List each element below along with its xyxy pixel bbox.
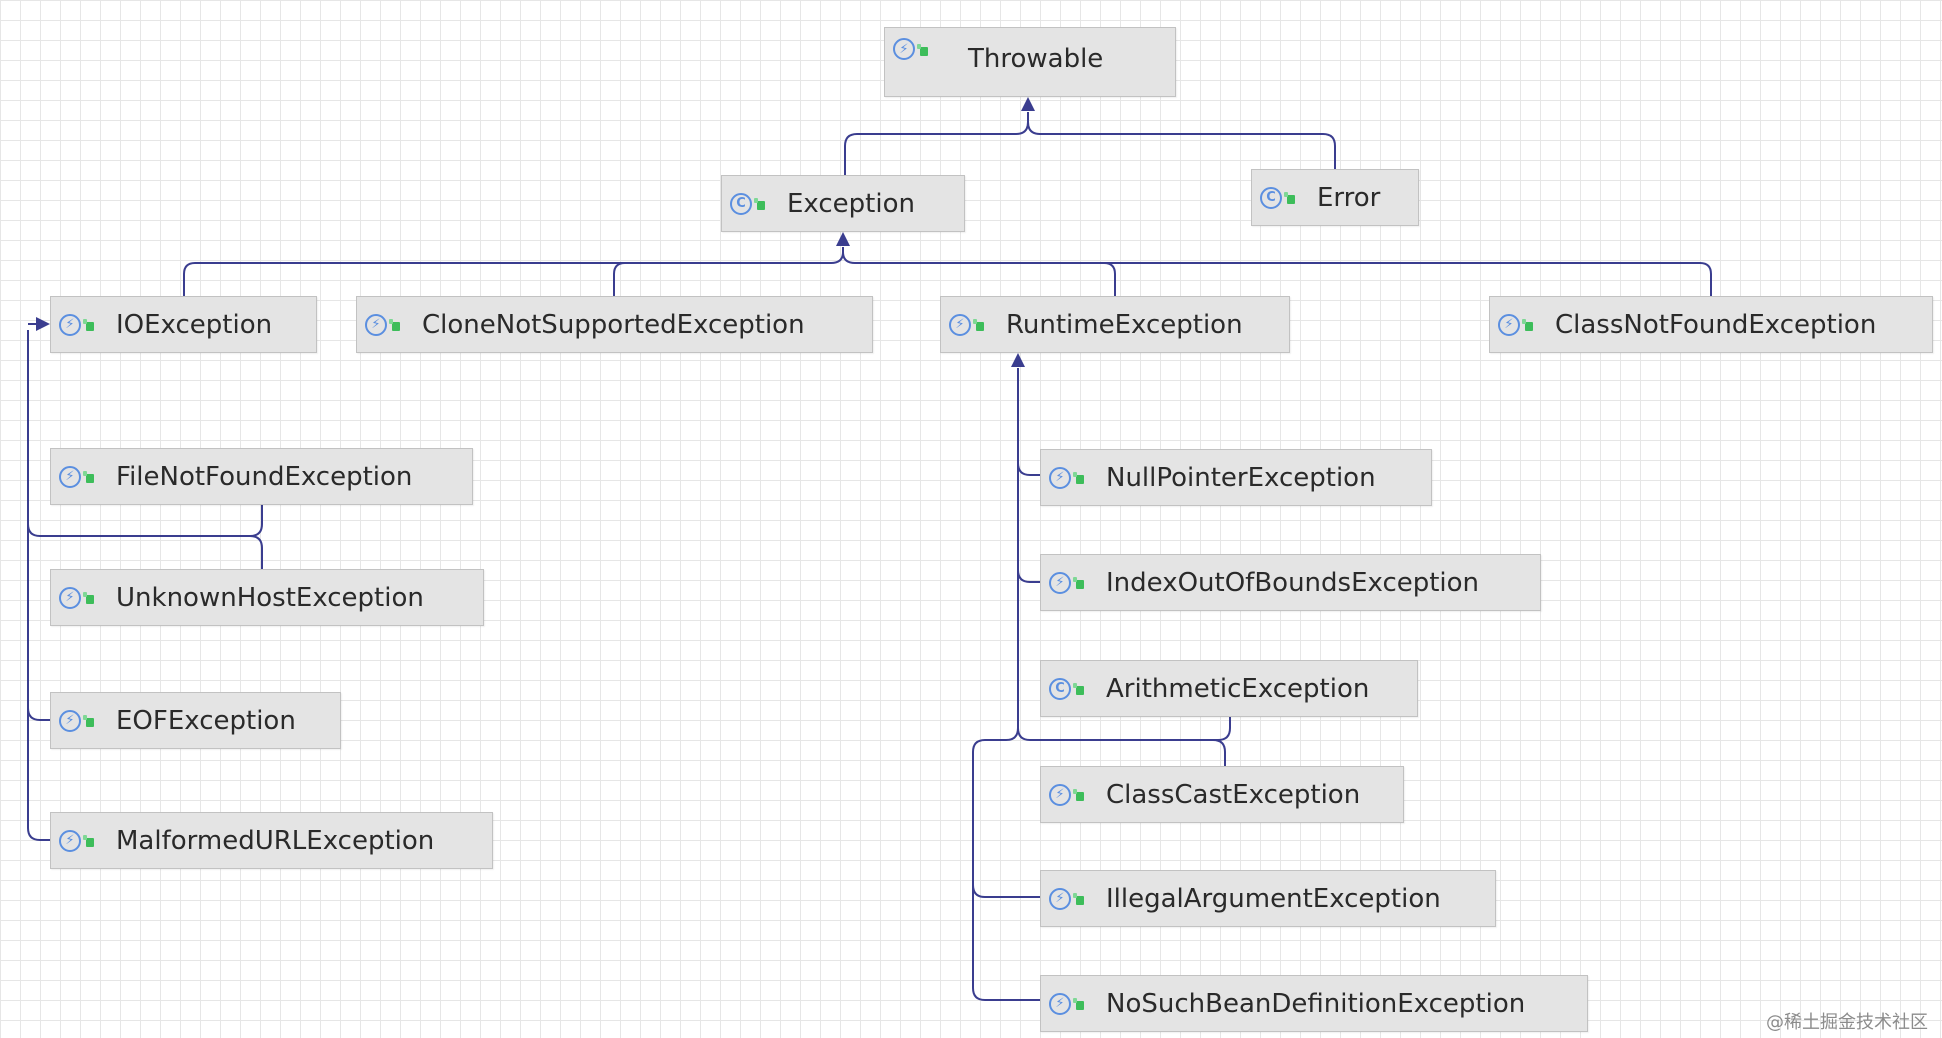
node-label: FileNotFoundException (116, 461, 413, 492)
class-icon: C (1049, 677, 1084, 700)
class-icon: C (1260, 186, 1295, 209)
public-access-icon (83, 319, 94, 331)
edge-classnotfound-exception (1104, 262, 1712, 296)
node-label: Throwable (968, 44, 1104, 74)
abstract-class-icon: ⚡ (1049, 466, 1084, 489)
abstract-class-icon: ⚡ (59, 313, 94, 336)
public-access-icon (83, 471, 94, 483)
abstract-class-icon: ⚡ (59, 829, 94, 852)
abstract-class-icon: ⚡ (1049, 992, 1084, 1015)
node-label: RuntimeException (1006, 309, 1243, 340)
edge-indexoutofbounds-runtime (1017, 569, 1040, 583)
node-indexoutofbounds[interactable]: ⚡ IndexOutOfBoundsException (1040, 554, 1541, 611)
edge-classcast-runtime (1212, 739, 1226, 766)
public-access-icon (1073, 893, 1084, 905)
public-access-icon (1073, 789, 1084, 801)
node-label: IllegalArgumentException (1106, 883, 1441, 914)
public-access-icon (1073, 472, 1084, 484)
abstract-class-icon: ⚡ (893, 38, 928, 60)
edge-nosuchbean-runtime (972, 368, 1040, 1001)
arrow-ioexception (36, 317, 50, 331)
node-nullpointer[interactable]: ⚡ NullPointerException (1040, 449, 1432, 506)
edge-illegalargument-runtime (972, 884, 1040, 898)
public-access-icon (1073, 577, 1084, 589)
arrow-exception (836, 232, 850, 246)
abstract-class-icon: ⚡ (365, 313, 400, 336)
public-access-icon (83, 715, 94, 727)
node-label: NullPointerException (1106, 462, 1376, 493)
abstract-class-icon: ⚡ (59, 586, 94, 609)
public-access-icon (754, 198, 765, 210)
node-classcast[interactable]: ⚡ ClassCastException (1040, 766, 1404, 823)
edge-filenotfound-ioexception (27, 505, 263, 537)
edge-exception-throwable (844, 112, 1029, 175)
node-runtime[interactable]: ⚡ RuntimeException (940, 296, 1290, 353)
abstract-class-icon: ⚡ (59, 709, 94, 732)
node-label: EOFException (116, 705, 296, 736)
class-icon: C (730, 192, 765, 215)
public-access-icon (917, 43, 928, 56)
node-label: Exception (787, 188, 915, 219)
edge-clonenotsupported-exception (613, 262, 831, 296)
node-unknownhost[interactable]: ⚡ UnknownHostException (50, 569, 484, 626)
edge-ioexception-exception (183, 247, 844, 296)
public-access-icon (83, 835, 94, 847)
edge-malformedurl-ioexception (27, 330, 50, 841)
node-ioexception[interactable]: ⚡ IOException (50, 296, 317, 353)
node-error[interactable]: C Error (1251, 169, 1419, 226)
node-label: ClassCastException (1106, 779, 1361, 810)
edge-nullpointer-runtime (1017, 462, 1040, 476)
abstract-class-icon: ⚡ (949, 313, 984, 336)
node-classnotfound[interactable]: ⚡ ClassNotFoundException (1489, 296, 1933, 353)
public-access-icon (389, 319, 400, 331)
abstract-class-icon: ⚡ (1498, 313, 1533, 336)
edge-error-throwable (1027, 121, 1336, 169)
node-exception[interactable]: C Exception (721, 175, 965, 232)
edge-runtime-exception (842, 251, 1116, 296)
abstract-class-icon: ⚡ (1049, 887, 1084, 910)
watermark: @稀土掘金技术社区 (1766, 1012, 1928, 1033)
abstract-class-icon: ⚡ (59, 465, 94, 488)
public-access-icon (973, 319, 984, 331)
node-arithmetic[interactable]: C ArithmeticException (1040, 660, 1418, 717)
arrow-runtime (1011, 353, 1025, 367)
node-label: ClassNotFoundException (1555, 309, 1877, 340)
node-label: ArithmeticException (1106, 673, 1370, 704)
node-label: IndexOutOfBoundsException (1106, 567, 1480, 598)
public-access-icon (1522, 319, 1533, 331)
public-access-icon (1073, 683, 1084, 695)
node-label: MalformedURLException (116, 825, 435, 856)
node-clonenotsupported[interactable]: ⚡ CloneNotSupportedException (356, 296, 873, 353)
node-nosuchbean[interactable]: ⚡ NoSuchBeanDefinitionException (1040, 975, 1588, 1032)
public-access-icon (1073, 998, 1084, 1010)
node-label: IOException (116, 309, 273, 340)
node-label: UnknownHostException (116, 582, 424, 613)
node-label: CloneNotSupportedException (422, 309, 805, 340)
node-label: Error (1317, 182, 1381, 213)
public-access-icon (1284, 192, 1295, 204)
abstract-class-icon: ⚡ (1049, 571, 1084, 594)
node-filenotfound[interactable]: ⚡ FileNotFoundException (50, 448, 473, 505)
edge-unknownhost-ioexception (249, 535, 263, 569)
node-label: NoSuchBeanDefinitionException (1106, 988, 1526, 1019)
edge-eof-ioexception (27, 707, 50, 721)
arrow-throwable (1021, 97, 1035, 111)
node-malformedurl[interactable]: ⚡ MalformedURLException (50, 812, 493, 869)
public-access-icon (83, 592, 94, 604)
node-throwable[interactable]: ⚡ Throwable (884, 27, 1176, 97)
abstract-class-icon: ⚡ (1049, 783, 1084, 806)
node-eof[interactable]: ⚡ EOFException (50, 692, 341, 749)
edge-arithmetic-runtime (1017, 717, 1231, 741)
node-illegalargument[interactable]: ⚡ IllegalArgumentException (1040, 870, 1496, 927)
